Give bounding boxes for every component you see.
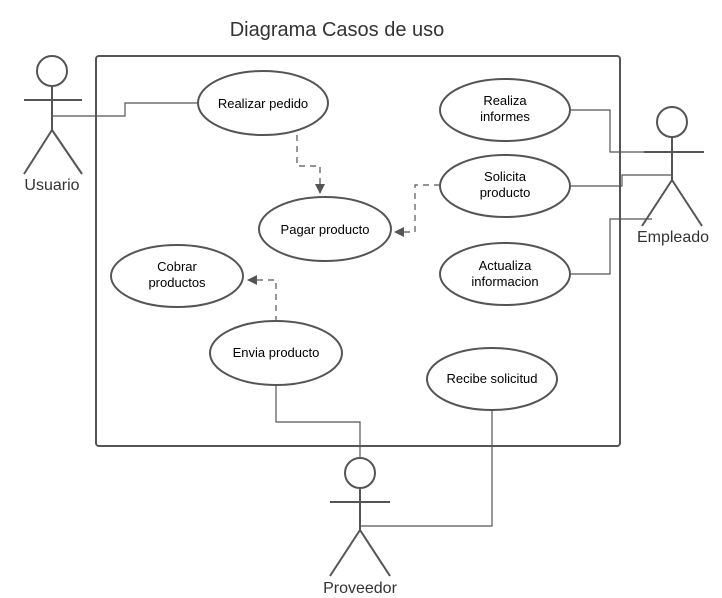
use-case-envia-producto[interactable]: Envia producto bbox=[209, 320, 343, 386]
use-case-recibe-solicitud[interactable]: Recibe solicitud bbox=[426, 347, 558, 411]
use-case-realiza-informes[interactable]: Realiza informes bbox=[439, 78, 571, 142]
line-proveedor-envia-producto bbox=[275, 385, 361, 466]
arrow-envia-producto-to-cobrar-productos bbox=[247, 275, 277, 322]
line-empleado-solicita-producto bbox=[570, 174, 672, 187]
actor-label-empleado: Empleado bbox=[637, 229, 709, 246]
use-case-label-line-1: Realiza bbox=[483, 93, 527, 108]
use-case-label-line-2: informes bbox=[480, 109, 530, 124]
use-case-solicita-producto[interactable]: Solicita producto bbox=[439, 154, 571, 218]
actor-head-icon bbox=[656, 106, 688, 138]
use-case-label-line-1: Cobrar bbox=[157, 259, 197, 274]
use-case-label: Recibe solicitud bbox=[446, 371, 537, 386]
use-case-realizar-pedido[interactable]: Realizar pedido bbox=[197, 70, 329, 136]
use-case-pagar-producto[interactable]: Pagar producto bbox=[258, 196, 392, 262]
use-case-label: Envia producto bbox=[233, 345, 320, 360]
actor-usuario[interactable] bbox=[23, 55, 83, 175]
line-proveedor-recibe-solicitud bbox=[360, 410, 493, 527]
use-case-label-line-2: informacion bbox=[471, 274, 538, 289]
use-case-label-line-2: producto bbox=[480, 185, 531, 200]
actor-proveedor[interactable] bbox=[329, 457, 391, 577]
line-empleado-actualiza-informacion bbox=[570, 218, 652, 275]
use-case-label: Realizar pedido bbox=[218, 96, 308, 111]
use-case-label: Pagar producto bbox=[281, 222, 370, 237]
actor-label-usuario: Usuario bbox=[24, 177, 79, 194]
system-boundary bbox=[95, 55, 621, 447]
use-case-label-line-2: productos bbox=[148, 275, 206, 290]
use-case-label-line-1: Solicita bbox=[484, 169, 527, 184]
actor-label-proveedor: Proveedor bbox=[323, 580, 397, 597]
actor-head-icon bbox=[36, 55, 68, 87]
diagram-title: Diagrama Casos de uso bbox=[230, 19, 445, 41]
arrow-solicita-producto-to-pagar-producto bbox=[394, 184, 440, 237]
use-case-actualiza-informacion[interactable]: Actualiza informacion bbox=[439, 242, 571, 306]
arrow-realizar-pedido-to-pagar-producto bbox=[296, 135, 325, 194]
line-usuario-realizar-pedido bbox=[52, 102, 198, 117]
use-case-label-line-1: Actualiza bbox=[479, 258, 533, 273]
actor-empleado[interactable] bbox=[641, 106, 704, 227]
use-case-cobrar-productos[interactable]: Cobrar productos bbox=[110, 244, 244, 308]
actor-head-icon bbox=[344, 457, 376, 489]
line-empleado-realiza-informes bbox=[570, 109, 672, 153]
